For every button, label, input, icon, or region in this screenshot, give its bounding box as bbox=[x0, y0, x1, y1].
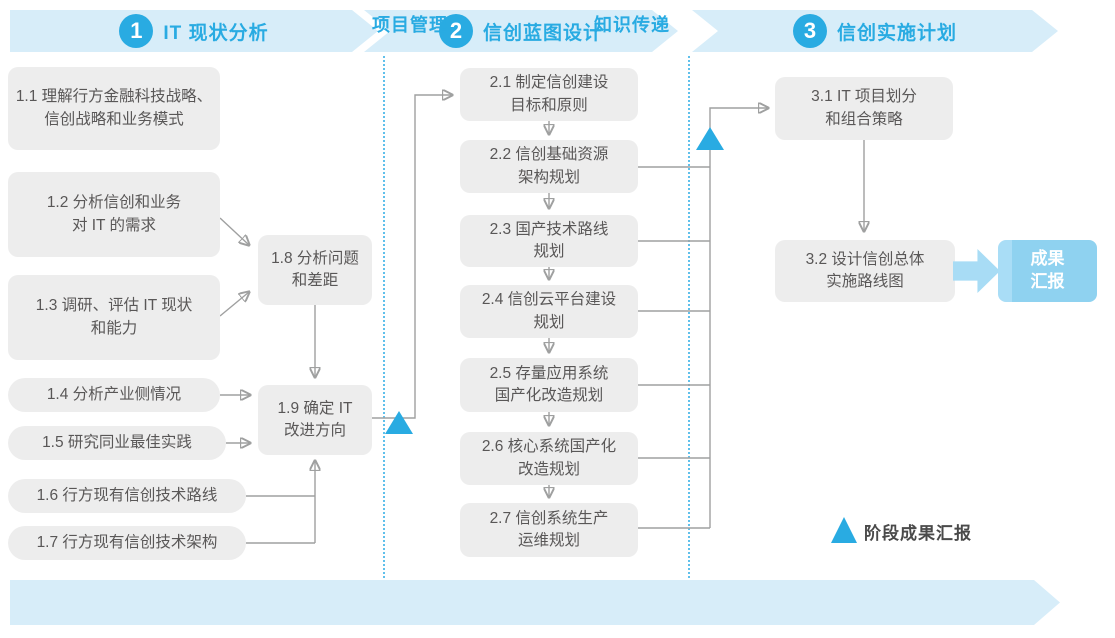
box-2-3: 2.3 国产技术路线 规划 bbox=[460, 215, 638, 267]
box-1-2: 1.2 分析信创和业务 对 IT 的需求 bbox=[8, 172, 220, 257]
legend-triangle-icon bbox=[831, 517, 857, 543]
box-2-5: 2.5 存量应用系统 国产化改造规划 bbox=[460, 358, 638, 412]
box-2-6: 2.6 核心系统国产化 改造规划 bbox=[460, 432, 638, 485]
phase-3-title: 信创实施计划 bbox=[836, 22, 957, 44]
connector-line bbox=[372, 95, 452, 419]
banner-phase-1: 1 IT 现状分析 bbox=[10, 10, 378, 52]
connector-line bbox=[219, 217, 249, 245]
milestone-triangle-phase-2 bbox=[696, 127, 724, 150]
banner-phase-3: 3 信创实施计划 bbox=[692, 10, 1058, 52]
box-2-7: 2.7 信创系统生产 运维规划 bbox=[460, 503, 638, 557]
box-1-3: 1.3 调研、评估 IT 现状 和能力 bbox=[8, 275, 220, 360]
result-box: 成果 汇报 bbox=[998, 240, 1097, 302]
banner-phase-2: 2 信创蓝图设计 bbox=[364, 10, 678, 52]
bottom-label-knowledge-transfer: 知识传递 bbox=[594, 15, 670, 35]
phase-1-title: IT 现状分析 bbox=[163, 22, 269, 44]
box-1-9: 1.9 确定 IT 改进方向 bbox=[258, 385, 372, 455]
connector-line bbox=[709, 108, 768, 528]
phase-2-number-circle: 2 bbox=[439, 14, 473, 48]
box-1-6: 1.6 行方现有信创技术路线 bbox=[8, 479, 246, 513]
phase-1-number-circle: 1 bbox=[119, 14, 153, 48]
box-2-4: 2.4 信创云平台建设 规划 bbox=[460, 285, 638, 338]
box-2-1: 2.1 制定信创建设 目标和原则 bbox=[460, 68, 638, 121]
box-3-2: 3.2 设计信创总体 实施路线图 bbox=[775, 240, 955, 302]
phase-divider-2 bbox=[688, 56, 690, 578]
box-1-4: 1.4 分析产业侧情况 bbox=[8, 378, 220, 412]
box-1-7: 1.7 行方现有信创技术架构 bbox=[8, 526, 246, 560]
bottom-banner bbox=[10, 580, 1060, 625]
box-1-1: 1.1 理解行方金融科技战略、 信创战略和业务模式 bbox=[8, 67, 220, 150]
box-2-2: 2.2 信创基础资源 架构规划 bbox=[460, 140, 638, 193]
bottom-label-project-management: 项目管理 bbox=[372, 15, 448, 35]
legend-label: 阶段成果汇报 bbox=[864, 524, 972, 543]
box-1-8: 1.8 分析问题 和差距 bbox=[258, 235, 372, 305]
phase-divider-1 bbox=[383, 56, 385, 578]
box-3-1: 3.1 IT 项目划分 和组合策略 bbox=[775, 77, 953, 140]
phase-2-title: 信创蓝图设计 bbox=[482, 22, 603, 44]
box-1-5: 1.5 研究同业最佳实践 bbox=[8, 426, 226, 460]
milestone-triangle-phase-1 bbox=[385, 411, 413, 434]
phase-3-number-circle: 3 bbox=[793, 14, 827, 48]
connector-line bbox=[219, 292, 249, 317]
